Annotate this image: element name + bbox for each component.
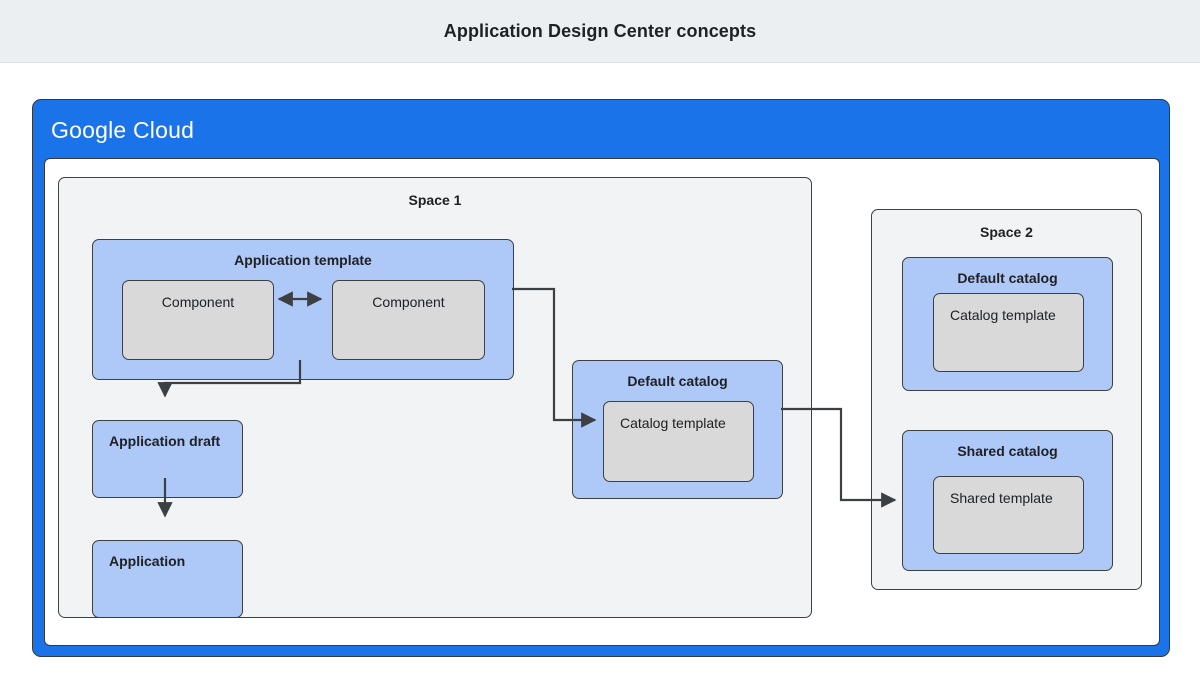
space-2-container: Space 2 Default catalog Catalog template… — [871, 209, 1142, 590]
title-bar: Application Design Center concepts — [0, 0, 1200, 63]
google-cloud-frame: Google Cloud Space 1 Application templat… — [32, 99, 1170, 657]
space1-catalog-template-box[interactable]: Catalog template — [603, 401, 754, 482]
component-box-left[interactable]: Component — [122, 280, 274, 360]
space2-shared-template-label: Shared template — [950, 490, 1053, 506]
application-box[interactable]: Application — [92, 540, 243, 618]
space1-catalog-template-label: Catalog template — [620, 415, 726, 431]
application-draft-box[interactable]: Application draft — [92, 420, 243, 498]
component-box-right[interactable]: Component — [332, 280, 485, 360]
space-2-label: Space 2 — [980, 224, 1033, 240]
application-draft-label: Application draft — [109, 433, 221, 449]
space2-catalog-template-box[interactable]: Catalog template — [933, 293, 1084, 372]
space1-default-catalog-label: Default catalog — [627, 373, 728, 389]
space2-shared-catalog-label: Shared catalog — [957, 443, 1058, 459]
space2-shared-template-box[interactable]: Shared template — [933, 476, 1084, 554]
space2-default-catalog-label: Default catalog — [957, 270, 1058, 286]
brand-cloud: Cloud — [132, 117, 195, 143]
google-cloud-logo: Google Cloud — [51, 117, 194, 144]
space2-catalog-template-label: Catalog template — [950, 307, 1056, 323]
space-1-label: Space 1 — [408, 192, 462, 208]
component-left-label: Component — [161, 294, 235, 310]
space1-default-catalog-box[interactable]: Default catalog Catalog template — [572, 360, 783, 499]
component-right-label: Component — [372, 294, 445, 310]
space-1-container: Space 1 Application template Component C… — [58, 177, 812, 618]
application-template-box[interactable]: Application template Component Component — [92, 239, 514, 380]
space2-shared-catalog-box[interactable]: Shared catalog Shared template — [902, 430, 1113, 571]
application-template-label: Application template — [234, 252, 372, 268]
space2-default-catalog-box[interactable]: Default catalog Catalog template — [902, 257, 1113, 391]
page-title: Application Design Center concepts — [443, 20, 757, 41]
brand-google: Google — [51, 117, 127, 143]
google-cloud-inner-area: Space 1 Application template Component C… — [44, 158, 1160, 646]
application-label: Application — [109, 553, 186, 569]
